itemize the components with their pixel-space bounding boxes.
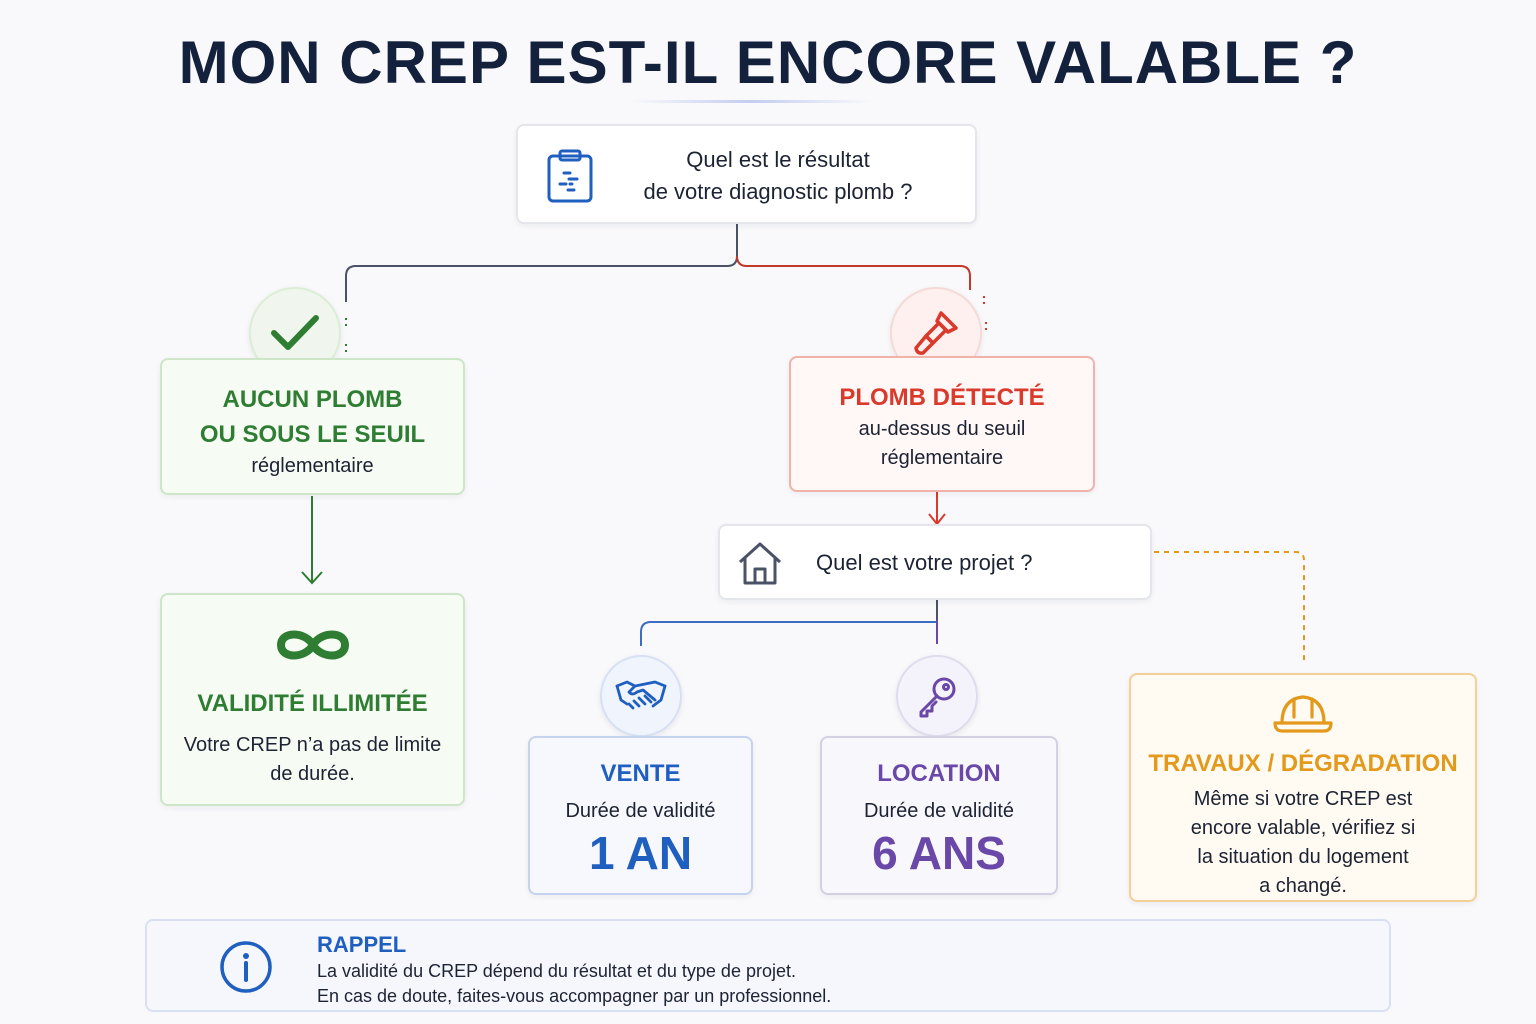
info-icon <box>219 940 273 999</box>
rental-duration-value: 6 ANS <box>872 827 1006 879</box>
reminder-box: RAPPEL La validité du CREP dépend du rés… <box>145 919 1391 1012</box>
lead-detected-line2: réglementaire <box>880 447 1004 469</box>
lead-detected-title: PLOMB DÉTECTÉ <box>839 384 1045 411</box>
lead-detected-card: PLOMB DÉTECTÉ au-dessus du seuil régleme… <box>789 356 1095 492</box>
reminder-title: RAPPEL <box>317 932 407 957</box>
diagnostic-question-line2: de votre diagnostic plomb ? <box>643 179 913 204</box>
works-line4: a changé. <box>1259 875 1347 897</box>
reminder-line2: En cas de doute, faites-vous accompagner… <box>317 986 832 1006</box>
diagnostic-question-card: Quel est le résultat de votre diagnostic… <box>516 124 977 224</box>
sale-card: VENTE Durée de validité 1 AN <box>528 736 753 895</box>
works-title: TRAVAUX / DÉGRADATION <box>1148 750 1458 777</box>
works-card: TRAVAUX / DÉGRADATION Même si votre CREP… <box>1129 673 1477 902</box>
handshake-icon <box>615 680 667 710</box>
works-line3: la situation du logement <box>1197 846 1409 868</box>
no-lead-subtitle: réglementaire <box>251 455 374 477</box>
reminder-line1: La validité du CREP dépend du résultat e… <box>317 961 796 981</box>
infinity-icon <box>276 630 349 660</box>
connector-to-sale <box>640 621 937 646</box>
arrow-no-lead <box>301 571 323 585</box>
house-icon <box>736 540 784 591</box>
no-lead-card: AUCUN PLOMB OU SOUS LE SEUIL réglementai… <box>160 358 465 495</box>
works-line1: Même si votre CREP est <box>1193 788 1413 810</box>
diagnostic-question-line1: Quel est le résultat <box>686 147 870 172</box>
sale-title: VENTE <box>600 760 681 787</box>
project-question-text: Quel est votre projet ? <box>816 550 1033 575</box>
clipboard-icon <box>544 148 596 209</box>
title-underline <box>630 100 872 103</box>
no-lead-title-line2: OU SOUS LE SEUIL <box>199 421 426 448</box>
connector-to-no-lead <box>345 265 727 302</box>
sale-duration-label: Durée de validité <box>565 800 716 822</box>
no-lead-title-line1: AUCUN PLOMB <box>222 386 403 413</box>
sale-duration-value: 1 AN <box>588 827 693 879</box>
unlimited-validity-line1: Votre CREP n’a pas de limite <box>183 734 442 756</box>
key-badge <box>896 655 978 737</box>
project-question-card: Quel est votre projet ? <box>718 524 1152 600</box>
connector-top-to-split <box>726 224 738 267</box>
page-title: MON CREP EST-IL ENCORE VALABLE ? <box>178 29 1358 96</box>
rental-title: LOCATION <box>877 760 1001 787</box>
hard-hat-icon <box>1273 695 1333 733</box>
paintbrush-icon <box>914 311 958 355</box>
rental-duration-label: Durée de validité <box>863 800 1015 822</box>
works-line2: encore valable, vérifiez si <box>1190 817 1416 839</box>
connector-to-works <box>1154 551 1305 662</box>
lead-detected-line1: au-dessus du seuil <box>858 418 1026 440</box>
checkmark-icon <box>271 315 319 350</box>
unlimited-validity-card: VALIDITÉ ILLIMITÉE Votre CREP n’a pas de… <box>160 593 465 806</box>
rental-card: LOCATION Durée de validité 6 ANS <box>820 736 1058 895</box>
key-icon <box>919 677 956 718</box>
connector-to-lead <box>736 255 971 290</box>
handshake-badge <box>600 655 682 737</box>
unlimited-validity-title: VALIDITÉ ILLIMITÉE <box>197 690 428 717</box>
unlimited-validity-line2: de durée. <box>270 763 355 785</box>
